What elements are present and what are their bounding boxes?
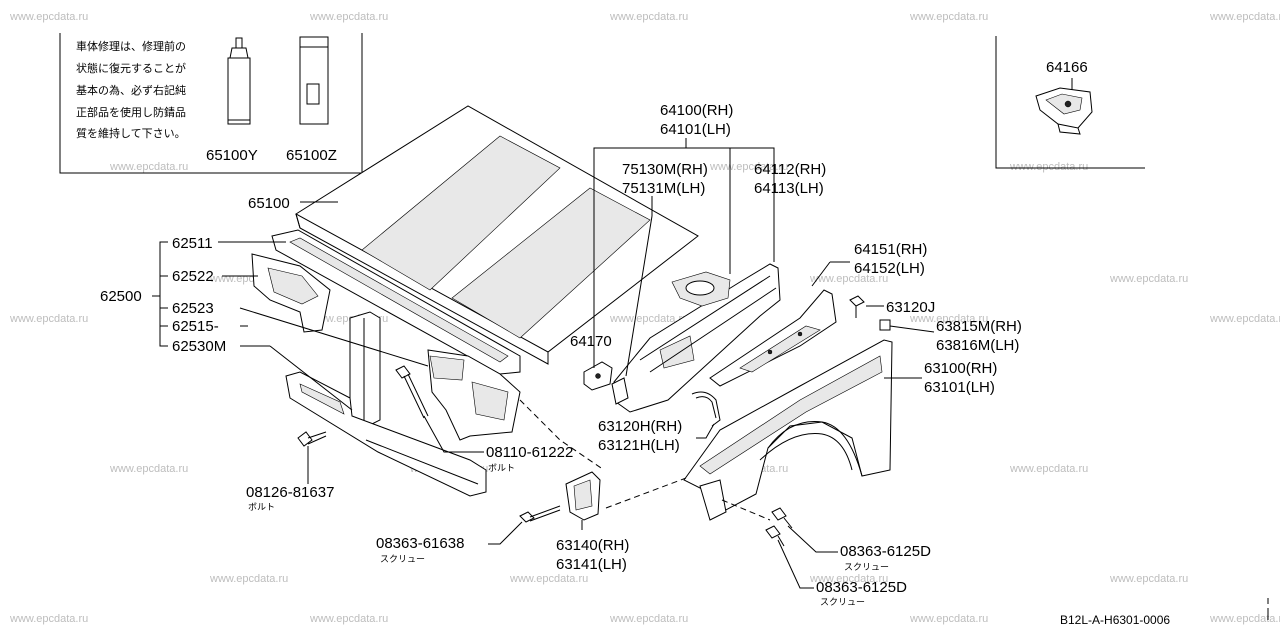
alignment-dashes [519,399,771,521]
label-64100: 64100(RH) [660,102,733,119]
note-line: 基本の為、必ず右記純 [76,83,186,97]
spray-can-icon [299,36,329,125]
watermark: www.epcdata.ru [509,573,588,585]
bolt-08126-icon [297,431,327,447]
label-64101: 64101(LH) [660,121,731,138]
label-08110-61222: 08110-61222 [486,444,573,461]
hoodledge-assembly-64100 [611,263,781,413]
watermark: www.epcdata.ru [309,613,388,625]
watermark: www.epcdata.ru [9,613,88,625]
watermark: www.epcdata.ru [209,573,288,585]
label-65100Z: 65100Z [286,147,337,164]
watermark: www.epcdata.ru [1009,161,1088,173]
label-75131M: 75131M(LH) [622,180,705,197]
diagram-code: B12L-A-H6301-0006 [1060,613,1170,627]
watermark: www.epcdata.ru [9,11,88,23]
label-62530M: 62530M [172,338,226,355]
label-63141: 63141(LH) [556,556,627,573]
label-63100: 63100(RH) [924,360,997,377]
label-62515: 62515- [172,318,219,335]
reinforcement-64151 [709,289,837,387]
watermark: www.epcdata.ru [709,161,788,173]
label-64113: 64113(LH) [754,180,824,197]
label-64112: 64112(RH) [754,161,826,178]
watermark: www.epcdata.ru [609,613,688,625]
watermark: www.epcdata.ru [909,313,988,325]
label-08363-6125D: 08363-6125D [816,579,907,596]
label-screw: スクリュー [844,562,889,573]
label-08363-6125D: 08363-6125D [840,543,931,560]
label-64152: 64152(LH) [854,260,925,277]
watermark: www.epcdata.ru [609,313,688,325]
label-62500: 62500 [100,288,142,305]
screw-08363-6125D-icon [765,525,785,547]
bracket-64170-icon [583,361,613,391]
label-63121H: 63121H(LH) [598,437,680,454]
screw-08363-61638-icon [519,505,561,523]
watermark: www.epcdata.ru [1009,463,1088,475]
label-63101: 63101(LH) [924,379,995,396]
radiator-core-support [251,229,521,497]
watermark: www.epcdata.ru [1209,313,1280,325]
watermark: www.epcdata.ru [809,573,888,585]
watermark: www.epcdata.ru [109,161,188,173]
label-63120J: 63120J [886,299,935,316]
watermark: www.epcdata.ru [1209,11,1280,23]
label-63120H: 63120H(RH) [598,418,682,435]
note-line: 状態に復元することが [76,61,186,75]
label-64170: 64170 [570,333,612,350]
watermark: www.epcdata.ru [1109,273,1188,285]
label-63816M: 63816M(LH) [936,337,1019,354]
watermark: www.epcdata.ru [909,11,988,23]
group-64100-leaders [593,138,775,377]
watermark: www.epcdata.ru [9,313,88,325]
watermark: www.epcdata.ru [609,11,688,23]
watermark: www.epcdata.ru [1209,613,1280,625]
label-bolt: ボルト [248,502,275,513]
hinge-63120H-icon [691,391,721,427]
repair-note-box: 車体修理は、修理前の 状態に復元することが 基本の為、必ず右記純 正部品を使用し… [59,33,363,174]
label-75130M: 75130M(RH) [622,161,708,178]
label-08363-61638: 08363-61638 [376,535,464,552]
bolt-63120J-icon [849,295,865,318]
bracket-63140 [565,471,601,530]
label-64166: 64166 [1046,59,1088,76]
watermark: www.epcdata.ru [909,613,988,625]
label-64151: 64151(RH) [854,241,927,258]
bolt-08110-icon [395,365,429,419]
label-62522: 62522 [172,268,214,285]
hood-65100 [295,105,699,365]
front-fender-63100 [683,339,893,521]
label-screw: スクリュー [820,597,865,608]
note-line: 正部品を使用し防錆品 [76,105,186,119]
label-65100Y: 65100Y [206,147,258,164]
label-bolt: ボルト [488,463,515,474]
label-62523: 62523 [172,300,214,317]
label-62511: 62511 [172,235,213,252]
inset-box-64166: 64166 [995,36,1145,169]
screw-08363-6125D-icon [771,507,793,529]
watermark: www.epcdata.ru [1109,573,1188,585]
label-screw: スクリュー [380,554,425,565]
watermark: www.epcdata.ru [309,11,388,23]
sealant-tube-icon [227,37,251,125]
watermark: www.epcdata.ru [809,273,888,285]
label-63815M: 63815M(RH) [936,318,1022,335]
watermark: www.epcdata.ru [109,463,188,475]
label-65100: 65100 [248,195,290,212]
bracket-64166-icon [1035,87,1093,135]
note-line: 車体修理は、修理前の [76,39,186,53]
label-63140: 63140(RH) [556,537,629,554]
label-08126-81637: 08126-81637 [246,484,334,501]
group-62500-leaders [152,241,429,411]
clip-63815M-icon [879,319,891,331]
note-line: 質を維持して下さい。 [76,126,186,140]
